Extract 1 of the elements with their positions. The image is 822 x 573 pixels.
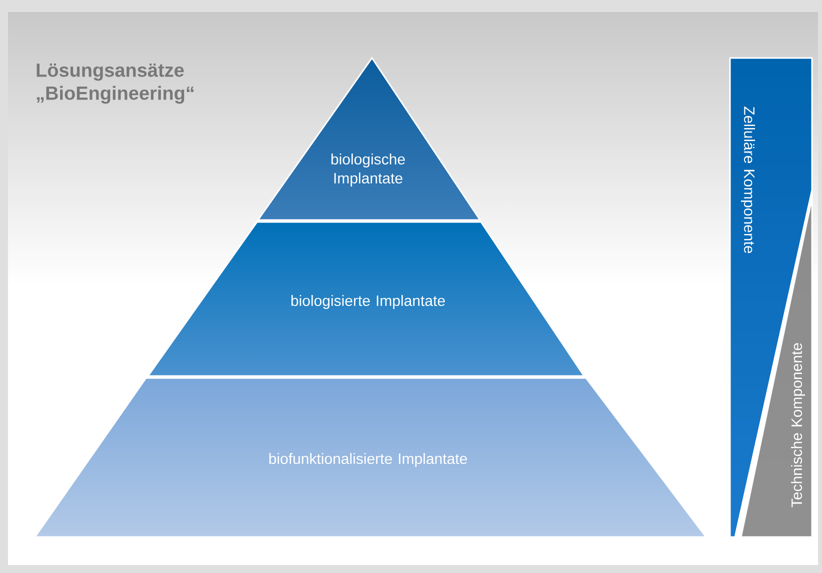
title: Lösungsansätze „BioEngineering“ bbox=[36, 64, 194, 104]
